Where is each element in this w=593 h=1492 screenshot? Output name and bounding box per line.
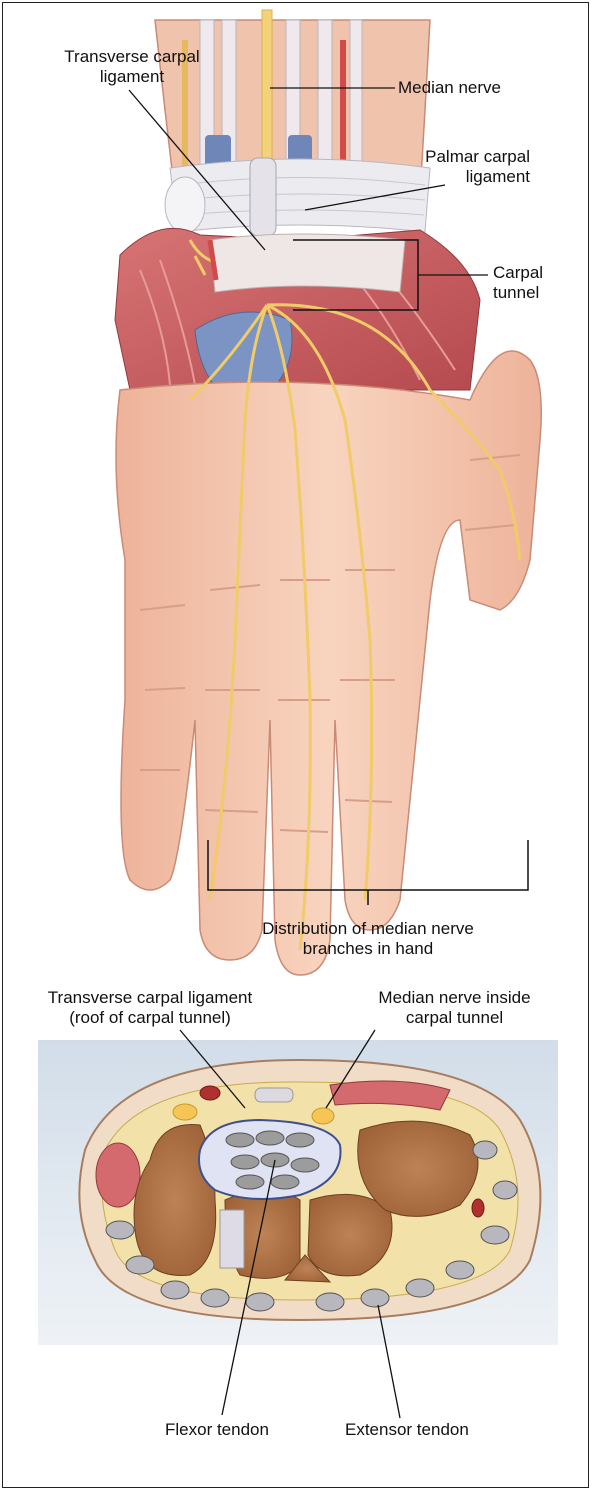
label-line: Transverse carpal [32, 47, 232, 67]
label-line: Carpal [493, 263, 543, 283]
label-line: Distribution of median nerve [218, 919, 518, 939]
label-line: ligament [32, 67, 232, 87]
label-median-nerve: Median nerve [398, 78, 501, 98]
label-transverse-roof: Transverse carpal ligament (roof of carp… [30, 988, 270, 1028]
label-palmar-carpal-ligament: Palmar carpal ligament [400, 147, 530, 187]
wrist-cross-section [79, 1060, 540, 1320]
label-line: branches in hand [218, 939, 518, 959]
label-line: (roof of carpal tunnel) [30, 1008, 270, 1028]
label-line: carpal tunnel [352, 1008, 557, 1028]
label-line: Median nerve inside [352, 988, 557, 1008]
label-transverse-carpal-ligament: Transverse carpal ligament [32, 47, 232, 87]
label-line: Palmar carpal [400, 147, 530, 167]
label-line: Transverse carpal ligament [30, 988, 270, 1008]
label-distribution: Distribution of median nerve branches in… [218, 919, 518, 959]
label-line: tunnel [493, 283, 543, 303]
label-carpal-tunnel: Carpal tunnel [493, 263, 543, 303]
label-extensor-tendon: Extensor tendon [345, 1420, 469, 1440]
label-flexor-tendon: Flexor tendon [165, 1420, 269, 1440]
label-median-inside: Median nerve inside carpal tunnel [352, 988, 557, 1028]
label-line: ligament [400, 167, 530, 187]
